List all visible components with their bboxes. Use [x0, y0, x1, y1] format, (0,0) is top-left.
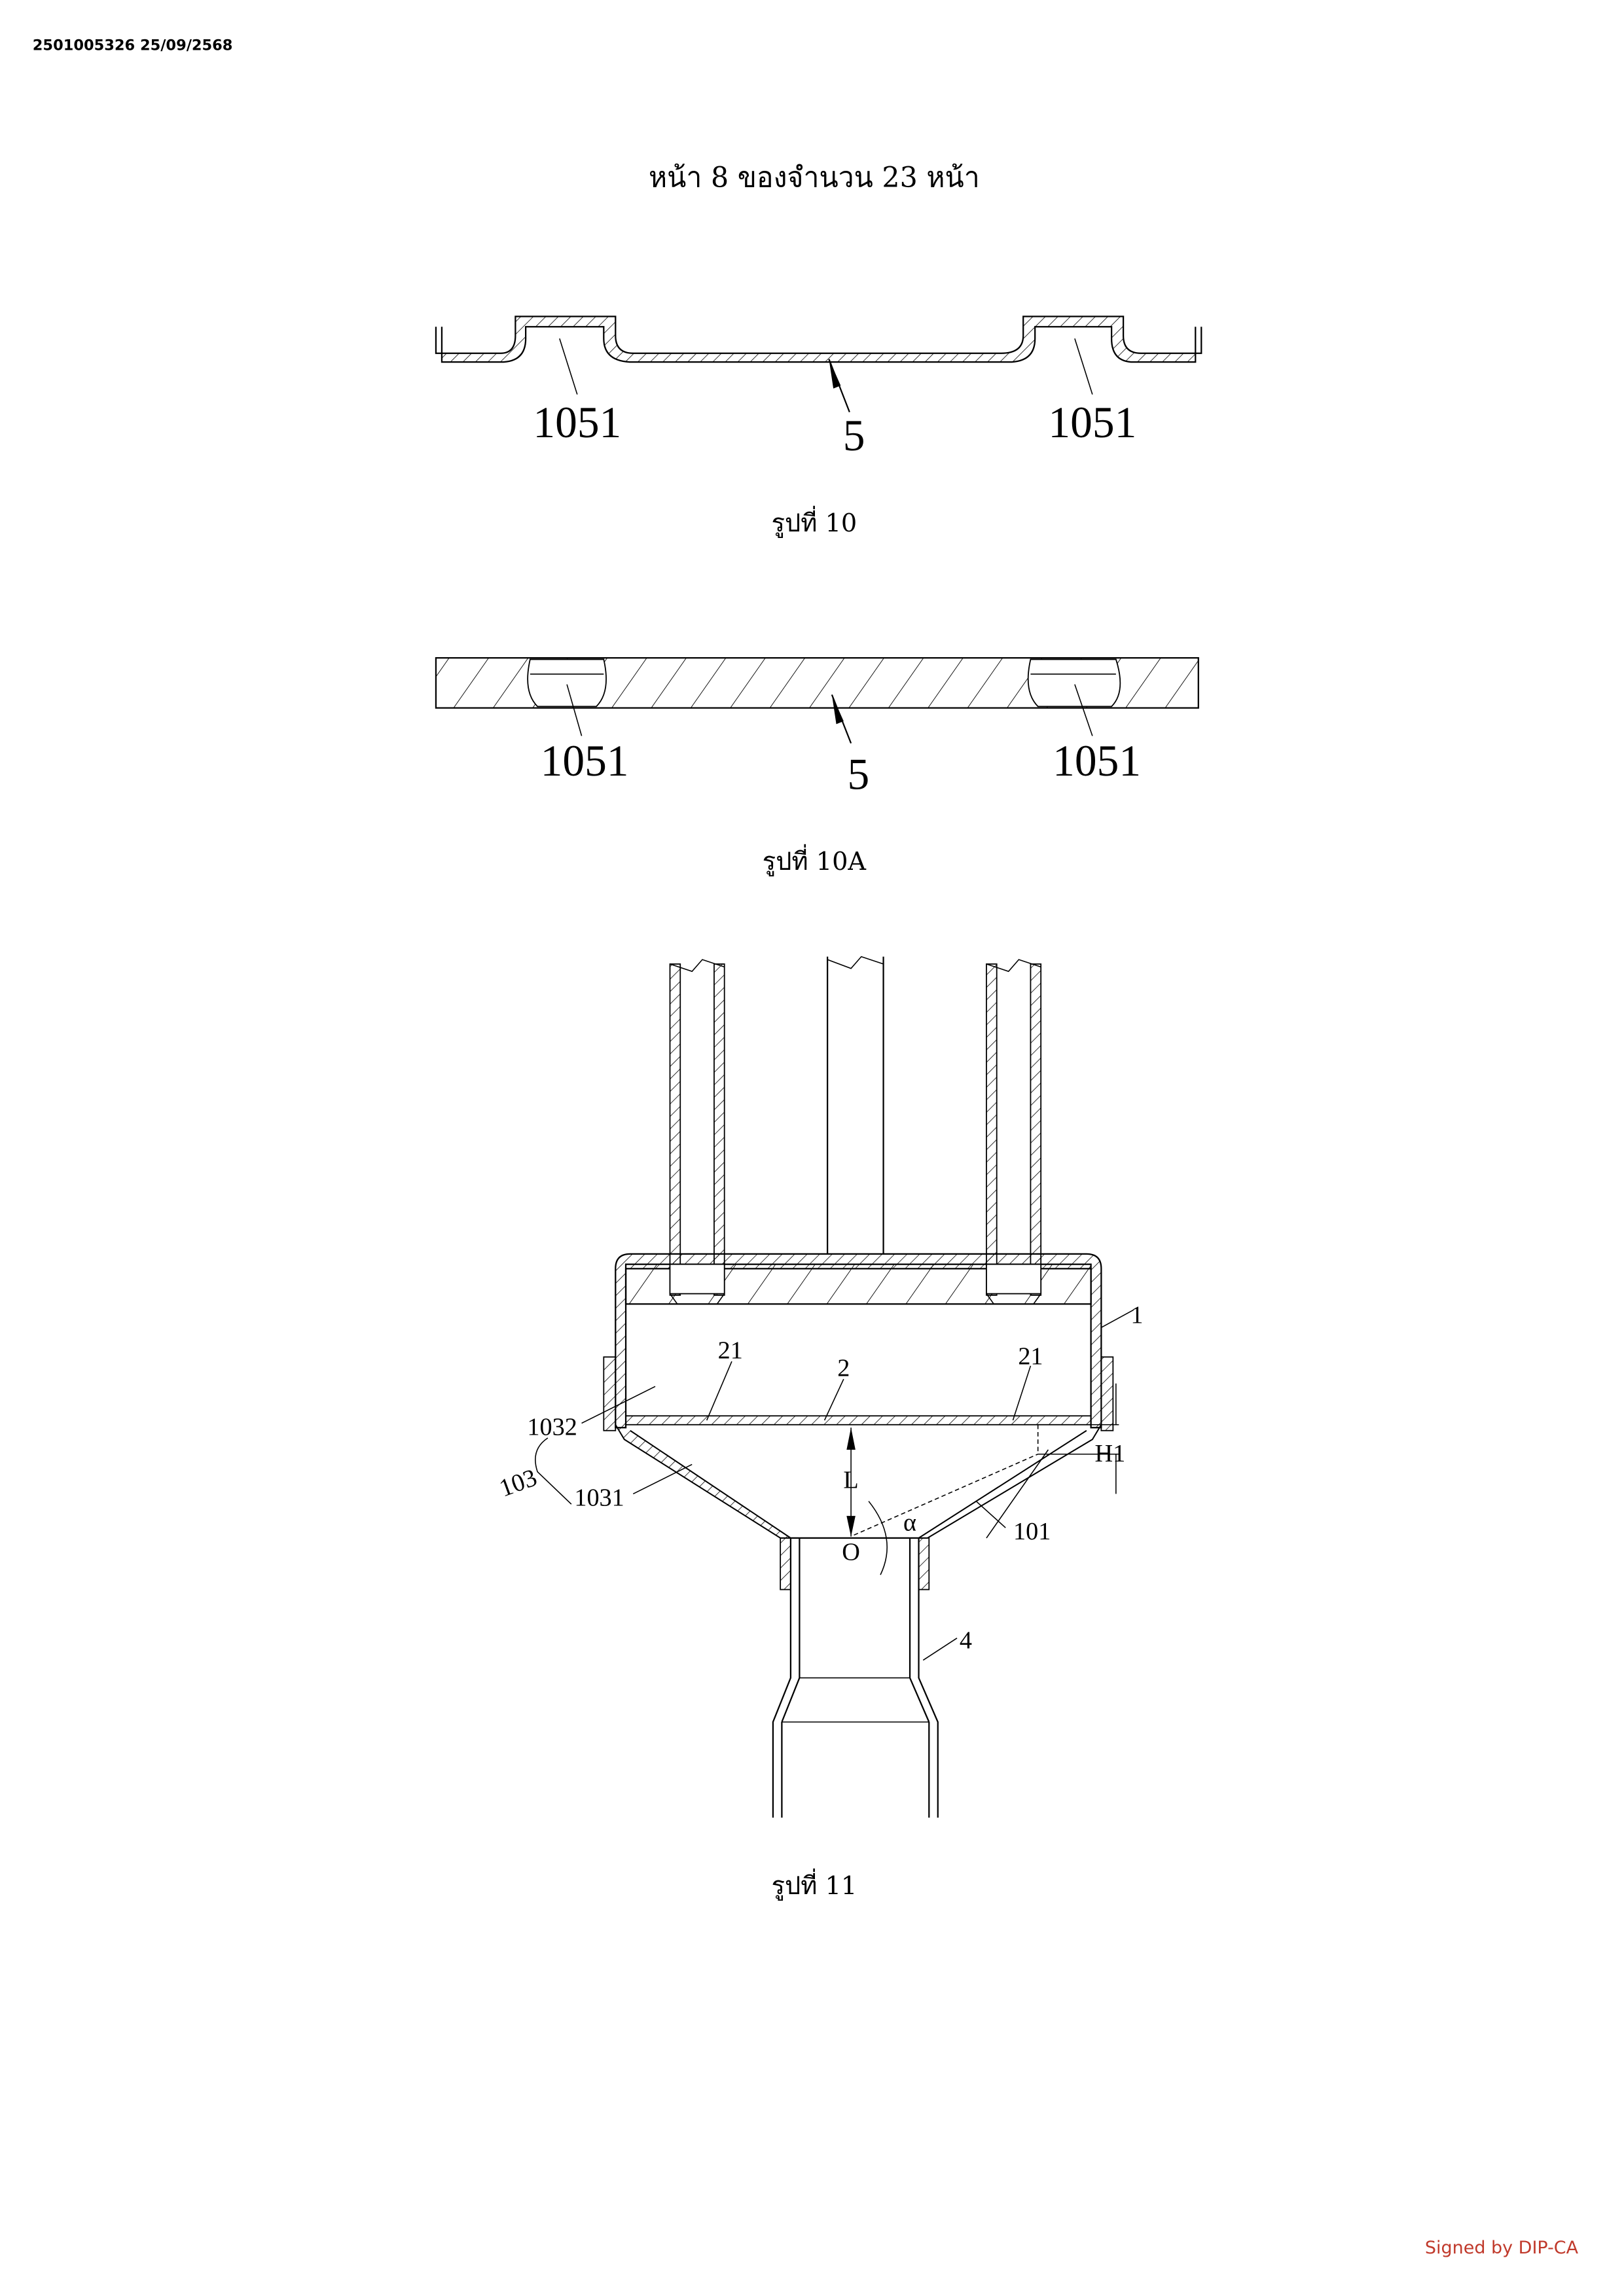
- caption-figure-10a: รูปที่ 10A: [763, 844, 867, 876]
- label-21-right: 21: [1018, 1343, 1043, 1371]
- label-1031: 1031: [574, 1484, 624, 1511]
- label-4: 4: [960, 1627, 972, 1655]
- label-103: 103: [496, 1463, 541, 1502]
- page-title: หน้า 8 ของจำนวน 23 หน้า: [649, 162, 980, 194]
- label-21-left: 21: [718, 1337, 743, 1365]
- label-5: 5: [843, 411, 865, 460]
- label-1051-right: 1051: [1053, 736, 1141, 785]
- figure-11: 1 21 2 21 1032 103 1031 L O α H1 101 4 ร…: [496, 956, 1143, 1901]
- label-2: 2: [837, 1355, 850, 1382]
- caption-figure-11: รูปที่ 11: [771, 1868, 857, 1901]
- figure-10a: 1051 5 1051 รูปที่ 10A: [435, 657, 1199, 876]
- label-H1: H1: [1095, 1440, 1126, 1467]
- caption-figure-10: รูปที่ 10: [771, 505, 857, 538]
- label-1051-right: 1051: [1048, 398, 1136, 447]
- digital-signature: Signed by DIP-CA: [1425, 2238, 1579, 2258]
- label-1032: 1032: [527, 1414, 577, 1441]
- label-1: 1: [1130, 1302, 1143, 1329]
- label-1051-left: 1051: [541, 736, 629, 785]
- label-L: L: [843, 1466, 858, 1494]
- label-O: O: [842, 1539, 860, 1566]
- document-id: 2501005326 25/09/2568: [33, 37, 233, 54]
- label-5: 5: [847, 749, 869, 798]
- label-101: 101: [1013, 1518, 1051, 1545]
- label-1051-left: 1051: [533, 398, 621, 447]
- label-alpha: α: [903, 1509, 916, 1537]
- figure-10: 1051 5 1051 รูปที่ 10: [435, 315, 1202, 538]
